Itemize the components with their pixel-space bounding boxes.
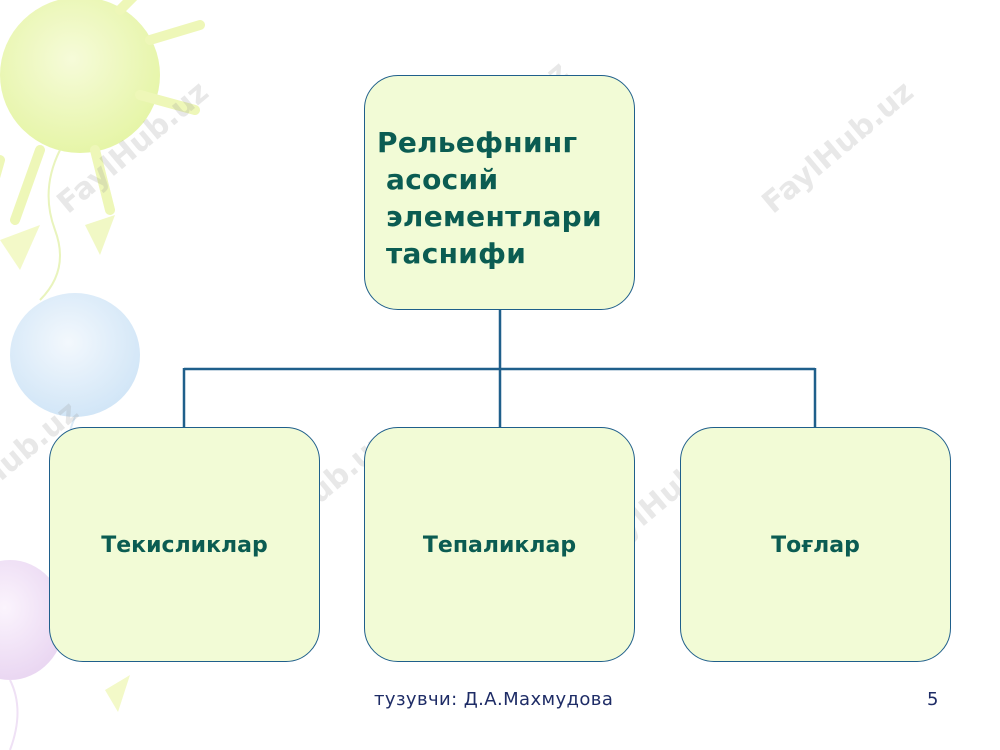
watermark: FaylHub.uz	[755, 74, 921, 221]
root-label-line: элементлари	[386, 200, 602, 233]
root-label-line: асосий	[386, 163, 499, 196]
child-node-plains: Текисликлар	[49, 427, 320, 662]
watermark: FaylHub.uz	[50, 74, 216, 221]
child-node-label: Текисликлар	[101, 533, 268, 558]
yellow-balloon-icon	[0, 0, 205, 301]
page-number: 5	[927, 689, 939, 710]
root-label-line: Рельефнинг	[377, 126, 578, 159]
root-node-label: Рельефнинг асосий элементлари таснифи	[377, 124, 602, 272]
root-label-line: таснифи	[386, 237, 527, 270]
footer-author: тузувчи: Д.А.Махмудова	[374, 689, 614, 710]
child-node-mountains: Тоғлар	[680, 427, 951, 662]
child-node-label: Тепаликлар	[422, 533, 577, 558]
child-node-hills: Тепаликлар	[364, 427, 635, 662]
root-node: Рельефнинг асосий элементлари таснифи	[364, 75, 635, 310]
child-node-label: Тоғлар	[771, 533, 860, 558]
